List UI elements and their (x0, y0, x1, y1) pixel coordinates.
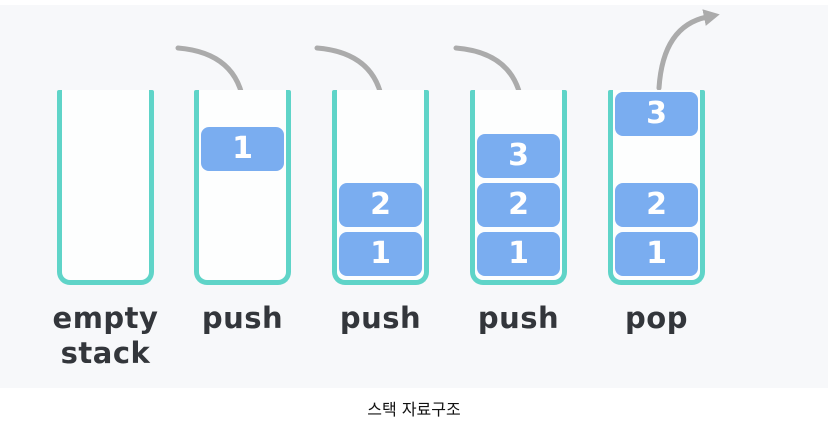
stack-block: 1 (615, 232, 698, 276)
stage-push-second: 2 1 push (332, 0, 429, 430)
stack-block: 3 (615, 92, 698, 136)
stack-container (194, 90, 291, 285)
stage-label: pop (625, 301, 688, 335)
figure-caption: 스택 자료구조 (367, 400, 461, 419)
stack-block: 1 (477, 232, 560, 276)
stage-push-third: 3 2 1 push (470, 0, 567, 430)
stage-empty-stack: empty stack (53, 0, 158, 430)
stack-block: 2 (339, 183, 422, 227)
stage-label: push (339, 301, 422, 335)
stage-label: push (201, 301, 284, 335)
stack-block: 1 (339, 232, 422, 276)
stage-pop: 3 2 1 pop (608, 0, 705, 430)
stack-block: 3 (477, 134, 560, 178)
stage-push-first: 1 push (194, 0, 291, 430)
stage-label: empty stack (52, 301, 159, 371)
stack-block: 2 (615, 183, 698, 227)
stage-label: push (477, 301, 560, 335)
stack-block: 1 (201, 127, 284, 171)
stack-block: 2 (477, 183, 560, 227)
stack-container (57, 90, 154, 285)
